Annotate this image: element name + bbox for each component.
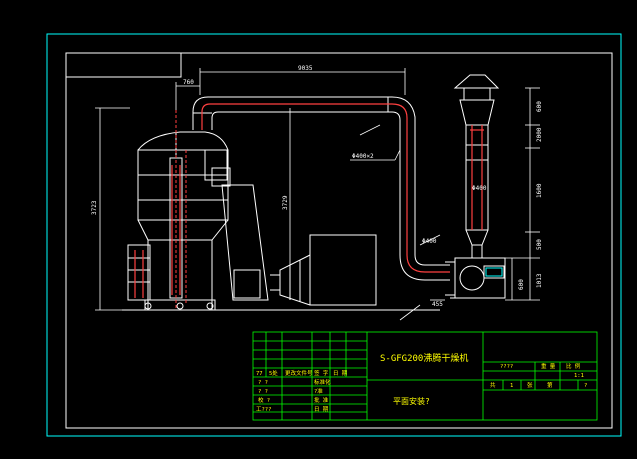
inner-frame	[65, 52, 613, 429]
exhaust-stack	[445, 74, 506, 299]
sign-row-3-a: 工???	[256, 406, 271, 413]
right-footer-0: 共	[490, 381, 496, 389]
drawing-title: S-GFG200沸腾干燥机	[380, 352, 468, 364]
corner-stamp	[65, 52, 182, 78]
sign-row-0-c: 标准化	[314, 378, 331, 386]
dryer-centerlines	[175, 110, 187, 310]
right-value-2: 1:1	[574, 373, 584, 379]
dim-inner-height: 3729	[282, 195, 289, 210]
dim-small: 455	[432, 301, 443, 308]
sign-row-2-a: 校 ?	[258, 396, 270, 404]
right-header-1: 重 量	[541, 362, 556, 370]
exhaust-centerline	[470, 125, 484, 230]
dim-base-height-b: 600	[518, 279, 525, 290]
dim-chimney-section: 2000	[536, 127, 543, 142]
sign-row-1-a: ? ?	[258, 389, 268, 395]
rev-header-1: 5处	[269, 369, 278, 377]
dim-chimney-mid: 1600	[536, 183, 543, 198]
right-footer-4: ?	[584, 383, 587, 389]
sign-row-0-a: ? ?	[258, 380, 268, 386]
right-header-0: ????	[500, 364, 513, 370]
title-block-lines	[252, 331, 598, 421]
dim-offset-left: 760	[183, 79, 194, 86]
dim-chimney-top: 600	[536, 101, 543, 112]
dim-overall-height-left: 3723	[91, 200, 98, 215]
sign-row-1-c: ?准	[314, 387, 323, 395]
dryer-accent-lines	[134, 165, 181, 298]
dim-elbow-label: Φ400	[422, 238, 437, 245]
rev-header-4: 日 期	[333, 370, 348, 377]
sign-row-2-c: 批 准	[314, 396, 329, 404]
rev-header-2: 更改文件号	[285, 369, 313, 377]
dim-pipe-label-lower: Φ400	[472, 185, 487, 192]
dim-chimney-cone: 500	[536, 239, 543, 250]
rev-header-3: 签 字	[314, 369, 329, 377]
right-footer-2: 张	[527, 381, 533, 389]
drawing-name: 平面安装?	[393, 396, 430, 406]
dim-top-length: 9035	[298, 65, 313, 72]
fan-highlight	[485, 267, 503, 277]
outer-frame	[46, 33, 622, 437]
sign-row-3-c: 日 期	[314, 406, 329, 413]
right-footer-3: 第	[547, 381, 553, 389]
dryer-body	[127, 130, 269, 311]
right-footer-1: 1	[510, 383, 513, 389]
dim-pipe-label: Φ400×2	[352, 153, 374, 160]
filter-box	[270, 234, 377, 306]
top-duct-centerline	[201, 103, 450, 273]
dimension-lines	[95, 68, 540, 321]
top-duct	[192, 96, 450, 281]
right-header-2: 比 例	[566, 362, 581, 370]
dim-base-height-a: 1013	[536, 273, 543, 288]
rev-header-0: 77	[256, 371, 263, 377]
